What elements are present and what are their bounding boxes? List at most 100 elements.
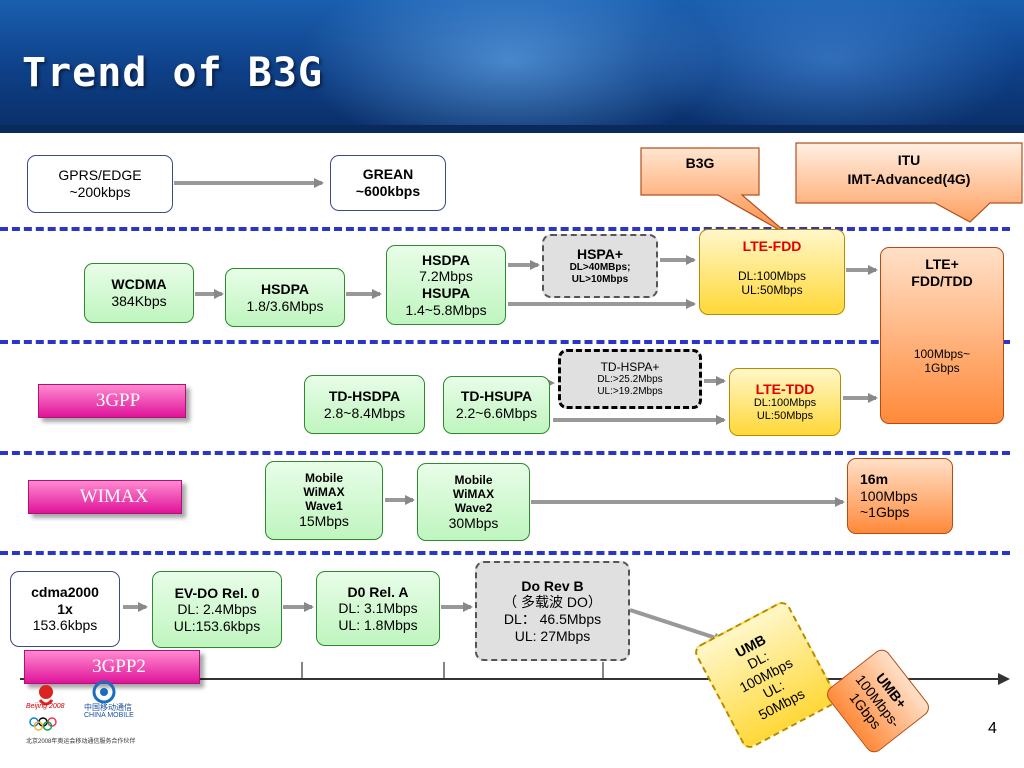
cdma2000-box: cdma2000 1x 153.6kbps <box>10 571 120 647</box>
box-title: HSDPA <box>422 251 470 268</box>
box-rate: 384Kbps <box>111 293 167 309</box>
lte-fdd-box: LTE-FDD DL:100Mbps UL:50Mbps <box>699 229 845 315</box>
box-rate: ~600kbps <box>355 183 421 199</box>
box-ul: UL:>19.2Mbps <box>597 386 663 398</box>
box-title: WiMAX <box>303 485 345 500</box>
box-title: Wave1 <box>305 499 343 514</box>
3gpp-label: 3GPP <box>95 390 141 411</box>
wcdma-box: WCDMA 384Kbps <box>84 263 194 323</box>
hspa-plus-box: HSPA+ DL>40MBps; UL>10Mbps <box>542 234 658 298</box>
3gpp2-label: 3GPP2 <box>92 656 146 677</box>
itu-callout-line1: ITU <box>897 152 921 168</box>
chinamobile-cn: 中国移动通信 <box>84 703 132 712</box>
lte-tdd-box: LTE-TDD DL:100Mbps UL:50Mbps <box>729 368 841 436</box>
box-rate: 2.8~8.4Mbps <box>323 404 406 421</box>
grean-box: GREAN ~600kbps <box>330 155 446 211</box>
box-dl: DL>40MBps; <box>569 262 631 274</box>
separator-line <box>0 451 1010 455</box>
hsdpa-box: HSDPA 1.8/3.6Mbps <box>225 268 345 327</box>
banner-stripe <box>0 125 1024 133</box>
td-hsdpa-box: TD-HSDPA 2.8~8.4Mbps <box>304 375 425 434</box>
td-hspa-plus-box: TD-HSPA+ DL:>25.2Mbps UL:>19.2Mbps <box>558 349 702 409</box>
box-dl: DL： 46.5Mbps <box>503 611 602 627</box>
evdo-rel0-box: EV-DO Rel. 0 DL: 2.4Mbps UL:153.6kbps <box>152 571 282 648</box>
separator-line <box>0 340 1010 344</box>
box-title: GPRS/EDGE <box>58 167 142 184</box>
itu-callout-shape <box>795 142 1023 223</box>
page-number: 4 <box>988 720 997 737</box>
box-rate: 1.4~5.8Mbps <box>405 301 487 318</box>
box-dl: DL: 3.1Mbps <box>338 600 418 617</box>
box-dl: DL:100Mbps <box>753 397 817 410</box>
box-title: Do Rev B <box>521 577 584 594</box>
box-rate: 1.8/3.6Mbps <box>246 297 324 314</box>
box-rate: ~200kbps <box>69 184 131 200</box>
separator-line <box>0 551 1010 555</box>
box-rate: 2.2~6.6Mbps <box>455 405 538 421</box>
box-title: LTE+ <box>925 256 959 272</box>
box-rate: 15Mbps <box>299 513 349 530</box>
box-rate: ~1Gbps <box>860 504 910 521</box>
b3g-callout: B3G <box>685 155 715 171</box>
box-title: WCDMA <box>111 276 167 293</box>
wimax-16m-box: 16m 100Mbps ~1Gbps <box>847 458 953 534</box>
box-title: GREAN <box>362 166 414 183</box>
box-rate: 1Gbps <box>924 361 960 376</box>
box-title: HSPA+ <box>576 245 624 262</box>
box-ul: UL: 27Mbps <box>514 627 591 644</box>
sponsor-logos: Beijing 2008 中国移动通信 CHINA MOBILE 北京2008年… <box>26 680 146 750</box>
box-title: D0 Rel. A <box>347 583 409 600</box>
box-ul: UL: 1.8Mbps <box>338 616 418 633</box>
box-title: HSUPA <box>422 285 470 301</box>
box-title: HSDPA <box>261 280 309 297</box>
box-rate: 100Mbps <box>860 487 918 504</box>
box-title: Mobile <box>305 471 343 485</box>
banner-glow <box>640 0 1020 133</box>
box-rate: 30Mbps <box>448 514 499 531</box>
itu-callout-line2: IMT-Advanced(4G) <box>847 171 971 187</box>
mobile-wimax-wave2-box: Mobile WiMAX Wave2 30Mbps <box>417 463 530 541</box>
td-hsupa-box: TD-HSUPA 2.2~6.6Mbps <box>443 376 550 434</box>
chinamobile-en: CHINA MOBILE <box>84 712 134 719</box>
box-rate: 100Mbps~ <box>913 347 971 362</box>
box-title: TD-HSUPA <box>460 388 533 405</box>
d0-rel-a-box: D0 Rel. A DL: 3.1Mbps UL: 1.8Mbps <box>316 571 440 646</box>
gprs-edge-box: GPRS/EDGE ~200kbps <box>27 155 173 213</box>
box-title: LTE-TDD <box>755 380 815 397</box>
beijing-text: Beijing 2008 <box>26 703 65 710</box>
header-banner: Trend of B3G <box>0 0 1024 133</box>
box-ul: UL>10Mbps <box>571 274 629 286</box>
box-title: LTE-FDD <box>742 238 802 254</box>
partner-text: 北京2008年奥运会移动通信服务合作伙伴 <box>26 739 136 745</box>
separator-line <box>0 227 1010 231</box>
banner-glow <box>300 0 720 133</box>
beijing-2008-logo <box>29 680 116 731</box>
box-title: cdma2000 <box>31 584 99 601</box>
wimax-arrow: WIMAX <box>28 464 228 530</box>
box-title: TD-HSDPA <box>328 387 401 404</box>
box-ul: UL:50Mbps <box>756 410 814 423</box>
3gpp2-arrow: 3GPP2 <box>24 636 246 698</box>
3gpp-arrow: 3GPP <box>38 368 230 434</box>
b3g-callout-shape <box>640 147 791 237</box>
box-dl: DL:>25.2Mbps <box>597 374 663 386</box>
do-rev-b-box: Do Rev B （ 多载波 DO） DL： 46.5Mbps UL: 27Mb… <box>475 561 630 661</box>
lte-plus-box: LTE+ FDD/TDD 100Mbps~ 1Gbps <box>880 247 1004 424</box>
box-title: Mobile <box>454 472 493 487</box>
box-subtitle: （ 多载波 DO） <box>503 594 602 611</box>
box-dl: DL: 2.4Mbps <box>177 601 257 618</box>
box-dl: DL:100Mbps <box>737 268 807 283</box>
wimax-label: WIMAX <box>79 486 149 507</box>
page-title: Trend of B3G <box>22 50 323 96</box>
hsdpa-hsupa-box: HSDPA 7.2Mbps HSUPA 1.4~5.8Mbps <box>386 245 506 325</box>
box-title: 1x <box>57 600 73 617</box>
box-title: WiMAX <box>452 486 495 501</box>
box-ul: UL:50Mbps <box>741 282 803 297</box>
box-title: TD-HSPA+ <box>600 360 660 375</box>
arrow-revb-to-umb <box>629 608 724 643</box>
box-ul: UL:153.6kbps <box>173 617 261 634</box>
box-title: Wave2 <box>454 500 493 515</box>
mobile-wimax-wave1-box: Mobile WiMAX Wave1 15Mbps <box>265 461 383 540</box>
box-subtitle: FDD/TDD <box>911 272 973 289</box>
